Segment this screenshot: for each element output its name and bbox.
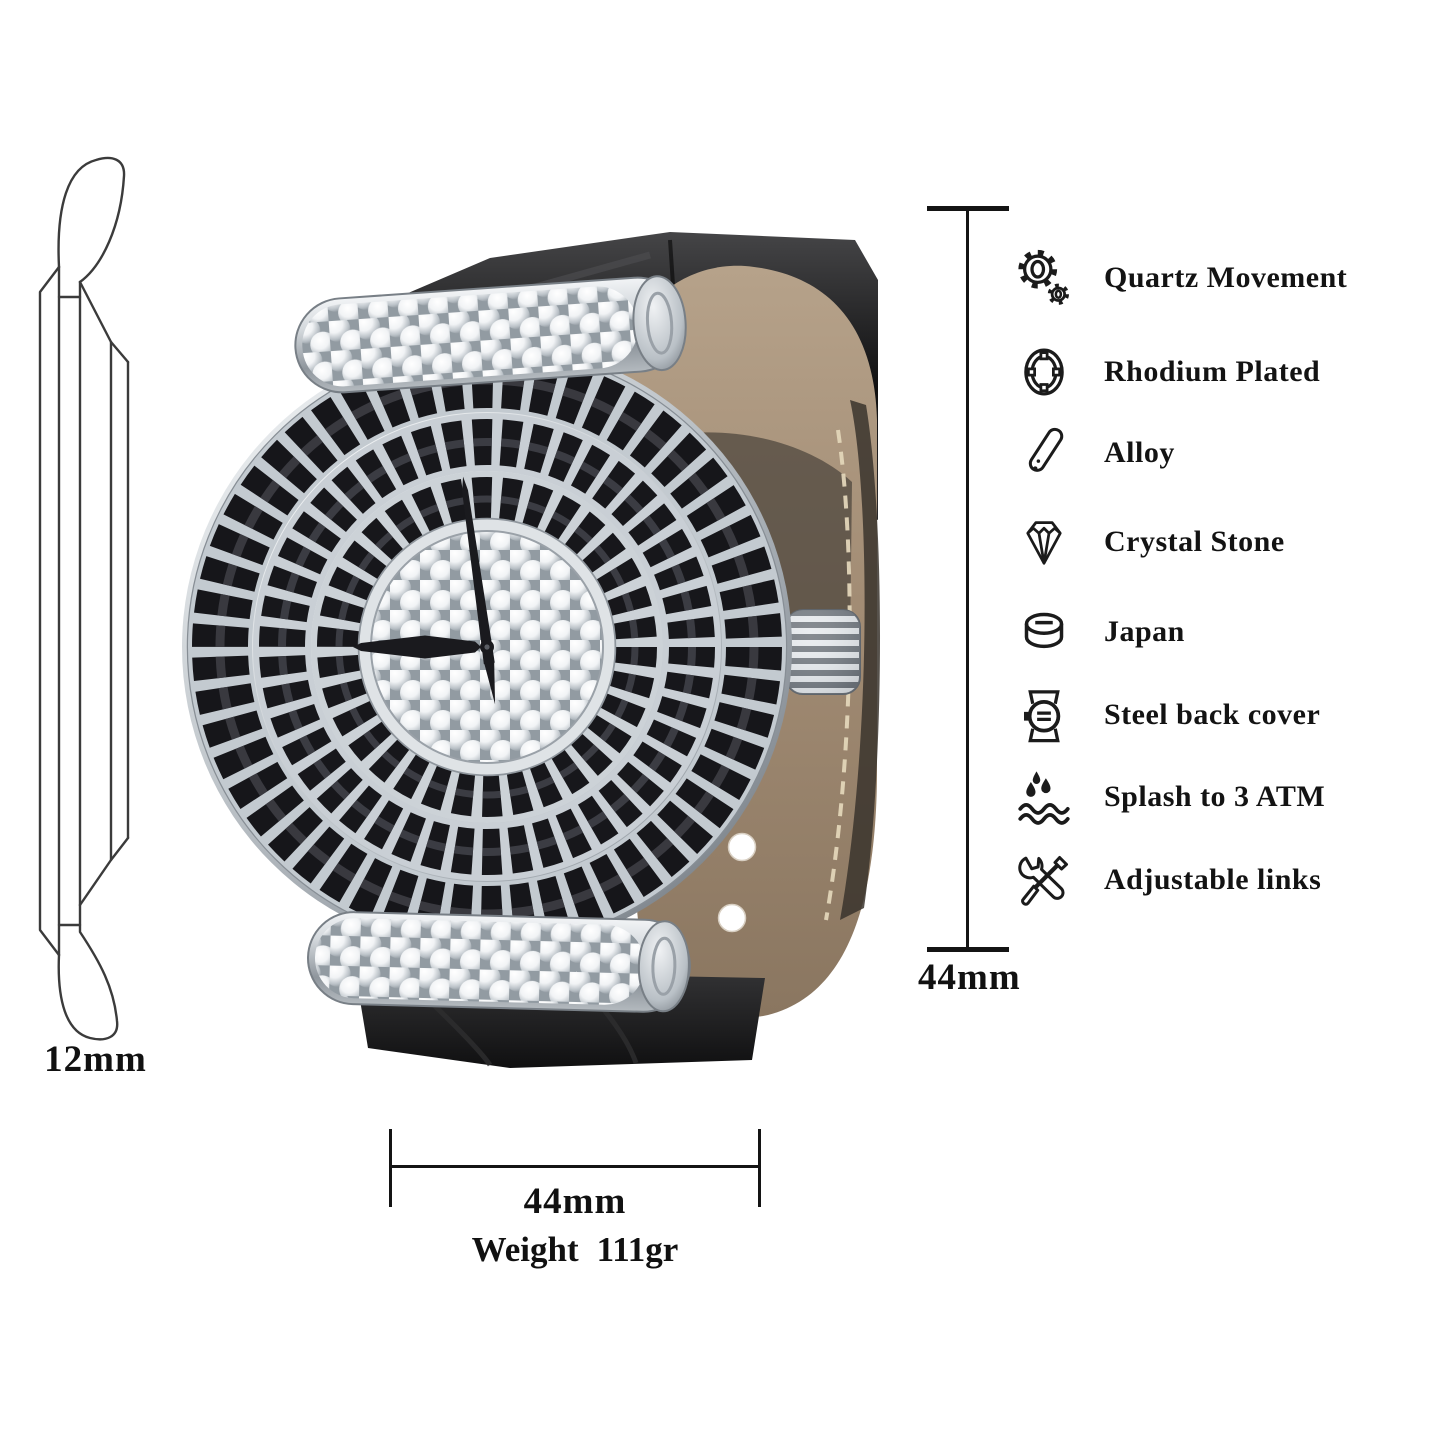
feature-label: Steel back cover — [1104, 698, 1321, 731]
strap-hole — [717, 903, 747, 933]
feature-label: Japan — [1104, 615, 1185, 648]
top-lug-bar — [294, 275, 687, 394]
diamond-icon — [1026, 521, 1062, 565]
gears-icon — [1018, 249, 1069, 305]
feature-row-steel-back-cover: Steel back cover — [1014, 682, 1320, 748]
weight-row: Weight 111gr — [420, 1230, 730, 1270]
watch-side-profile-drawing — [38, 156, 130, 1041]
wrench-screwdriver-icon — [1018, 856, 1068, 906]
feature-row-quartz-movement: Quartz Movement — [1014, 245, 1347, 311]
height-dimension-line — [966, 206, 969, 952]
feature-row-alloy: Alloy — [1014, 420, 1175, 486]
bottom-lug-bar — [306, 911, 691, 1013]
height-label: 44mm — [918, 957, 1021, 998]
alloy-bar-icon — [1028, 427, 1064, 472]
feature-row-japan: Japan — [1014, 599, 1185, 665]
strap-edge-dark — [840, 400, 881, 920]
profile-outline — [38, 156, 130, 1041]
watch-photo — [182, 232, 881, 1068]
battery-cell-icon — [1024, 612, 1064, 649]
feature-row-crystal-stone: Crystal Stone — [1014, 509, 1285, 575]
width-dimension-line — [389, 1165, 761, 1168]
feature-row-adjustable-links: Adjustable links — [1014, 847, 1321, 913]
thickness-label: 12mm — [44, 1039, 147, 1080]
watch-hands — [353, 476, 496, 705]
feature-label: Alloy — [1104, 436, 1175, 469]
feature-label: Adjustable links — [1104, 863, 1322, 896]
bezel-ring-icon — [1024, 348, 1064, 396]
feature-label: Splash to 3 ATM — [1104, 780, 1326, 813]
width-label: 44mm — [523, 1181, 627, 1222]
water-splash-icon — [1018, 771, 1070, 825]
width-dimension-tick-right — [758, 1129, 761, 1207]
feature-row-splash-to-3-atm: Splash to 3 ATM — [1014, 764, 1325, 830]
watch-caseback-icon — [1024, 690, 1061, 743]
feature-label: Rhodium Plated — [1104, 355, 1321, 388]
feature-label: Quartz Movement — [1104, 261, 1348, 294]
weight-label: Weight — [471, 1230, 579, 1269]
height-dimension-cap-bottom — [927, 947, 1009, 952]
weight-value: 111gr — [596, 1230, 679, 1269]
feature-label: Crystal Stone — [1104, 525, 1285, 558]
width-dimension-tick-left — [389, 1129, 392, 1207]
feature-row-rhodium-plated: Rhodium Plated — [1014, 339, 1320, 405]
strap-hole — [727, 832, 757, 862]
